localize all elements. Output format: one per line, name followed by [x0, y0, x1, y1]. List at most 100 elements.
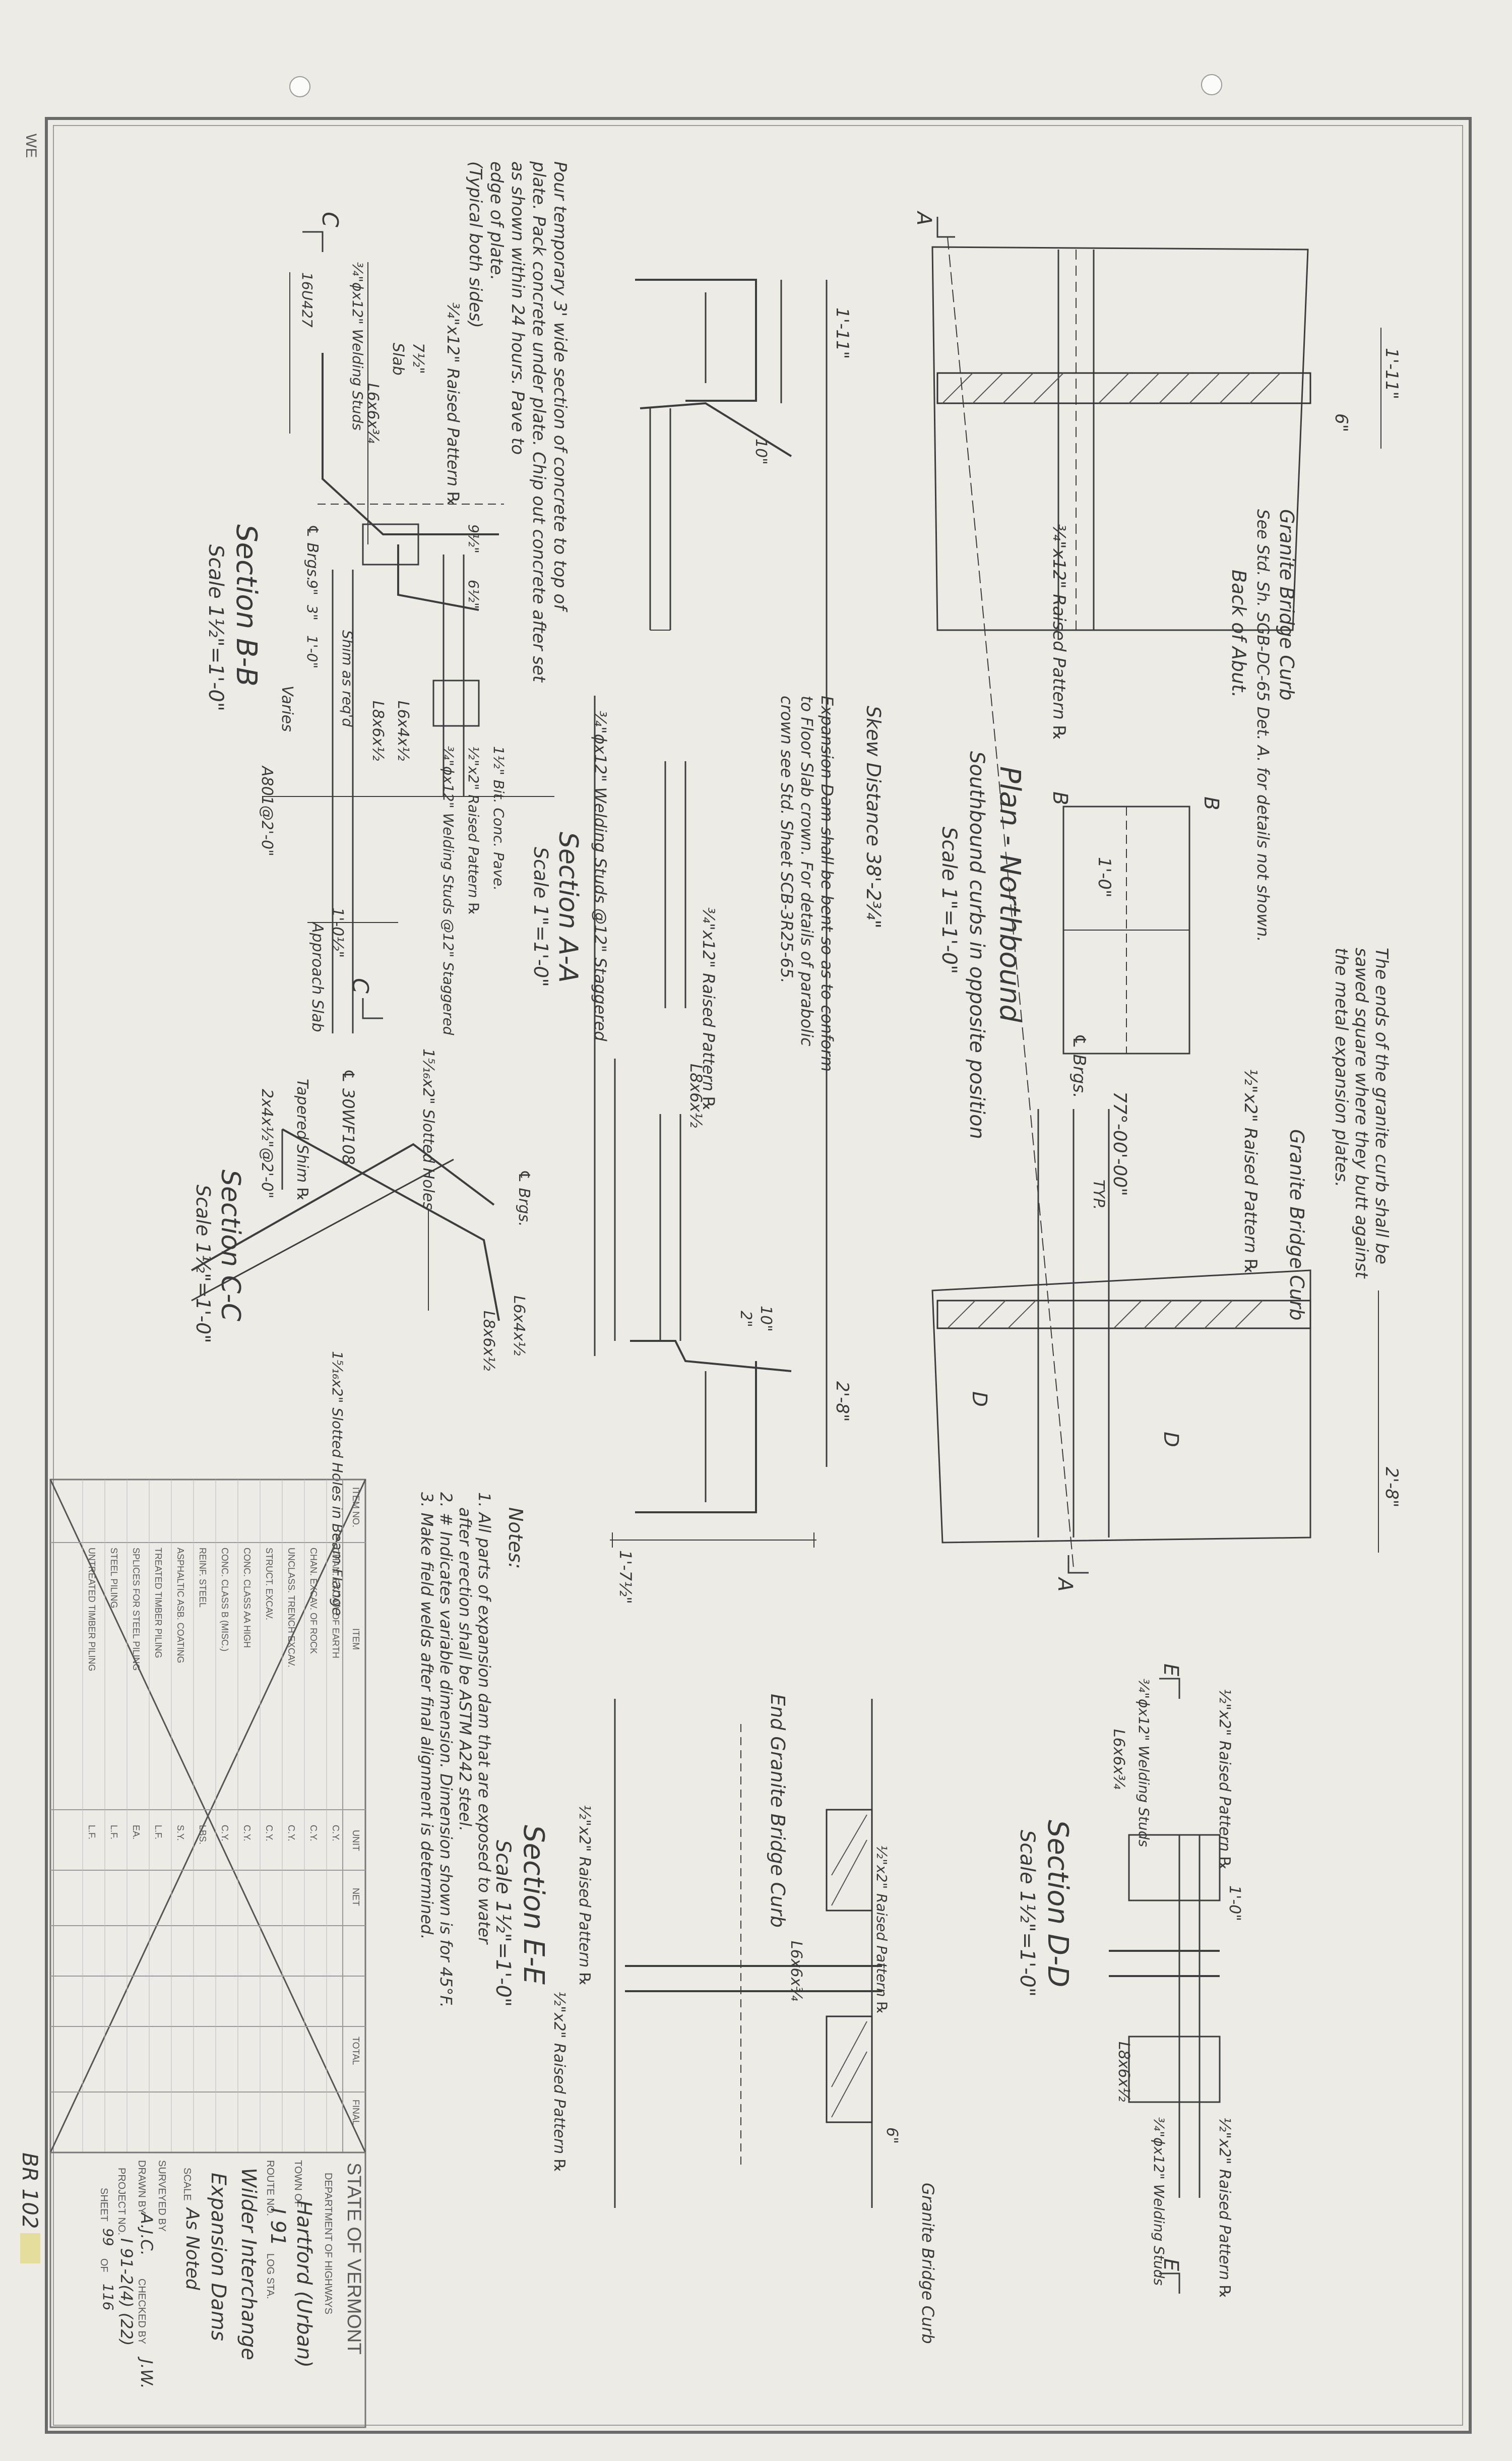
qt-header-unit: UNIT	[351, 1830, 361, 1851]
label-raised-pattern-ee-3: ½"x2" Raised Pattern ℞	[550, 1991, 568, 2173]
qt-row-unit: L.F.	[153, 1825, 163, 1839]
section-aa-scale: Scale 1"=1'-0"	[530, 847, 552, 987]
qt-row-item: SPLICES FOR STEEL PILING	[131, 1548, 141, 1671]
title-drawn-label: DRAWN BY	[136, 2160, 147, 2214]
title-department: DEPARTMENT OF HIGHWAYS	[323, 2173, 334, 2314]
title-town-label: TOWN OF	[292, 2160, 303, 2207]
dim-aa-1-11: 1'-11"	[832, 307, 852, 359]
note-2: 2. # Indicates variable dimension. Dimen…	[436, 1492, 456, 2008]
label-tapered-shim: Tapered Shim ℞	[293, 1079, 311, 1201]
label-end-granite-curb: End Granite Bridge Curb	[767, 1694, 789, 1928]
section-bb-title: Section B-B	[230, 524, 263, 687]
qt-row-item: TREATED TIMBER PILING	[153, 1548, 163, 1658]
label-approach-slab: Approach Slab	[308, 921, 326, 1032]
label-raised-pattern-dd-2: ½"x2" Raised Pattern ℞	[1216, 2117, 1233, 2299]
qt-row-item: UNCLASS. TRENCH EXCAV.	[286, 1548, 296, 1668]
qt-row-unit: L.F.	[109, 1825, 119, 1839]
punch-hole-right	[1201, 74, 1222, 95]
label-back-of-abut: Back of Abut.	[1228, 570, 1250, 698]
inner-border	[53, 125, 1463, 2426]
dim-bb-1-0-half: 1'-0½"	[329, 907, 346, 958]
dim-bb-3: 3"	[304, 605, 321, 621]
qt-row-unit: C.Y.	[264, 1825, 274, 1841]
dim-plan-1-11: 1'-11"	[1381, 348, 1402, 399]
notes-block: Notes: 1. All parts of expansion dam tha…	[417, 1492, 527, 2008]
pour-note-line-4: edge of plate.	[486, 161, 507, 280]
dim-plan-1-0: 1'-0"	[1094, 857, 1114, 898]
pour-note-line-3: as shown within 24 hours. Pave to	[508, 161, 528, 455]
title-checked-by: J.W.	[137, 2356, 156, 2389]
dim-bb-1-0: 1'-0"	[304, 635, 321, 668]
expansion-dam-note-3: crown see Std. Sheet SCB-3R25-65.	[777, 696, 796, 983]
notes-heading: Notes:	[505, 1507, 527, 1569]
label-raised-pattern-bb: ¾"x12" Raised Pattern ℞	[444, 302, 463, 506]
qt-row-item: UNTREATED TIMBER PILING	[87, 1548, 97, 1671]
plan-northbound-subtitle: Southbound curbs in opposite position	[965, 751, 988, 1139]
title-surveyed-label: SURVEYED BY	[156, 2160, 167, 2232]
note-1-line-1: 1. All parts of expansion dam that are e…	[475, 1492, 494, 1945]
dim-aa-10-top: 10"	[752, 439, 770, 465]
title-sheet-label: SHEET	[98, 2188, 109, 2222]
qt-row-item: REINF. STEEL	[198, 1548, 208, 1608]
qt-row-unit: C.Y.	[308, 1825, 319, 1841]
label-welding-studs-bb: ¾"ϕx12" Welding Studs	[349, 262, 366, 430]
section-marker-d-right: D	[1159, 1432, 1182, 1447]
section-dd-scale: Scale 1½"=1'-0"	[1016, 1830, 1039, 1997]
expansion-dam-note-1: Expansion Dam shall be bent so as to con…	[817, 696, 837, 1072]
qt-row-item: CHAN. EXCAV. OF EARTH	[331, 1548, 341, 1658]
label-varies: Varies	[278, 686, 296, 732]
label-l6x4-cc: L6x4x½	[510, 1296, 528, 1356]
label-granite-curb-ee: Granite Bridge Curb	[918, 2183, 937, 2344]
qt-header-item: ITEM	[351, 1628, 361, 1650]
outer-border	[45, 117, 1472, 2434]
label-l6x4-bb: L6x4x½	[394, 701, 412, 761]
section-ee-title: Section E-E	[517, 1825, 550, 1985]
label-raised-pattern-ee: ½"x2" Raised Pattern ℞	[873, 1845, 890, 2014]
qt-row-item: STRUCT. EXCAV.	[264, 1548, 274, 1620]
label-raised-pattern-aa: ¾"x12" Raised Pattern ℞	[699, 907, 718, 1111]
pour-note-line-5: (Typical both sides)	[465, 161, 485, 328]
dim-bb-7: 7½"	[409, 343, 427, 374]
section-dd	[1109, 1678, 1221, 2294]
dim-aa-2-8: 2'-8"	[832, 1381, 852, 1422]
dim-bb-6-half: 6½"	[465, 580, 482, 609]
label-raised-pattern-dd: ½"x2" Raised Pattern ℞	[1216, 1689, 1233, 1870]
pour-note-line-1: Pour temporary 3' wide section of concre…	[550, 161, 570, 612]
section-cc-title: Section C-C	[215, 1170, 245, 1322]
plan-northbound-title: Plan - Northbound	[993, 766, 1026, 1022]
section-cc	[191, 998, 500, 1321]
label-l8x6-bb: L8x6x½	[369, 701, 387, 761]
label-skew-angle: 77°-00'-00"	[1109, 1091, 1130, 1196]
label-std-sheet-ref: See Std. Sh. SGB-DC-65 Det. A. for detai…	[1253, 509, 1273, 942]
label-typ: TYP.	[1090, 1180, 1107, 1210]
section-marker-a-top: A	[912, 210, 935, 225]
label-anchor: A801@2'-0"	[258, 765, 276, 856]
qt-row-unit: C.Y.	[220, 1825, 230, 1841]
qt-row-unit: S.Y.	[175, 1825, 185, 1841]
title-sheet-of-label: OF	[98, 2258, 109, 2272]
title-drawn-by: A.J.C.	[137, 2212, 156, 2256]
qt-row-item: STEEL PILING	[109, 1548, 119, 1608]
qt-header-final: FINAL	[351, 2100, 361, 2125]
label-l6x6-ee: L6x6x¾	[787, 1941, 805, 2001]
dim-dd-1-0: 1'-0"	[1226, 1885, 1243, 1921]
label-l8x6-cc: L8x6x½	[480, 1311, 497, 1371]
section-bb	[262, 231, 554, 1033]
label-granite-bridge-curb: Granite Bridge Curb	[1276, 509, 1298, 701]
dim-plan-2-8: 2'-8"	[1381, 1467, 1402, 1508]
title-sheet: 99	[100, 2228, 116, 2246]
section-marker-c-top: C	[317, 212, 343, 227]
qt-row-unit: EA.	[131, 1825, 141, 1839]
label-shim: Shim as req'd	[339, 630, 356, 727]
dim-plan-6: 6"	[1331, 413, 1351, 432]
label-slab: Slab	[389, 343, 407, 376]
qt-row-unit: C.Y.	[331, 1825, 341, 1841]
curb-note-line-1: The ends of the granite curb shall be	[1371, 948, 1392, 1264]
label-brgs-cc: ℄ Brgs.	[515, 1170, 533, 1227]
qt-row-unit: L.F.	[87, 1825, 97, 1839]
curb-note-line-3: the metal expansion plates.	[1331, 948, 1351, 1187]
